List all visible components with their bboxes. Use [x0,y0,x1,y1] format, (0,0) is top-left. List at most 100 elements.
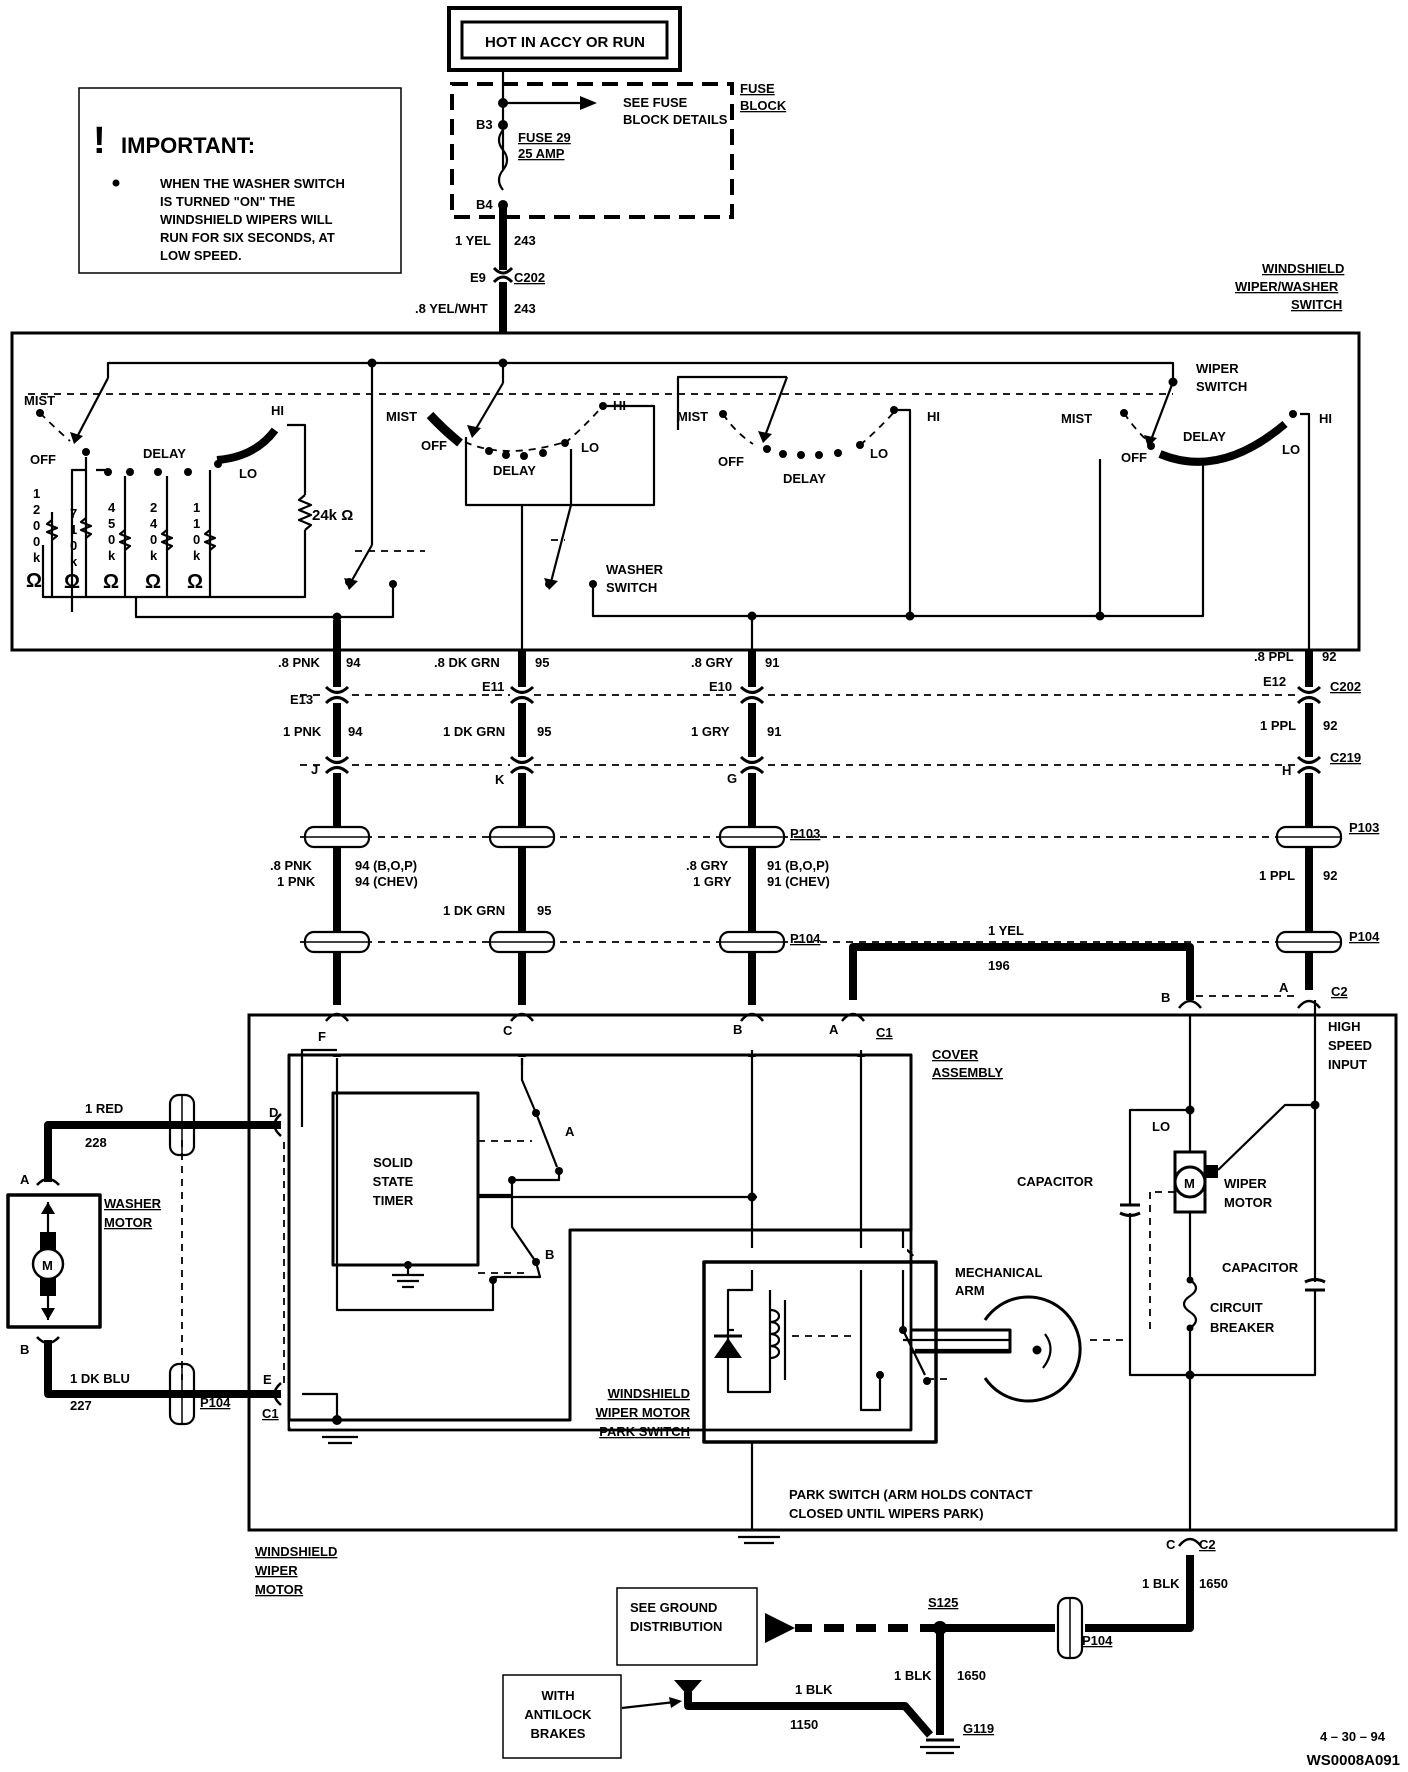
cover-assembly: COVER [932,1047,979,1062]
grn-sw-gauge: .8 DK GRN [434,655,500,670]
pin-f: F [318,1029,326,1044]
c202-socket [739,685,765,694]
grn-variant: 1 DK GRN [443,903,505,918]
svg-text:0: 0 [70,538,77,553]
conn-c2-bottom: C2 [1199,1537,1216,1552]
high-speed-input: HIGH [1328,1019,1361,1034]
ppl-sw-gauge: .8 PPL [1254,649,1294,664]
grn-variant-circuit: 95 [537,903,551,918]
park-note: PARK SWITCH (ARM HOLDS CONTACT [789,1487,1033,1502]
c219-pin-g: G [727,771,737,786]
c219-socket [324,755,350,764]
gry-sw-gauge: .8 GRY [691,655,733,670]
svg-text:DISTRIBUTION: DISTRIBUTION [630,1619,722,1634]
wire-labels: .8 PNK 94 .8 DK GRN 95 .8 GRY 91 .8 PPL … [270,649,1380,946]
gry-sw-circuit: 91 [765,655,779,670]
pin-b2: B [1161,990,1170,1005]
see-ground-distribution: SEE GROUND [630,1600,717,1615]
conn-e10: E10 [709,679,732,694]
washer-switch-label-2: SWITCH [606,580,657,595]
washer-motor-label: WASHER [104,1196,162,1211]
c202-pin [324,696,350,705]
ppl-sw-circuit: 92 [1322,649,1336,664]
ground-blk3-gauge: 1 BLK [795,1682,833,1697]
pnk-variant-b-circuit: 94 (CHEV) [355,874,418,889]
wiper-switch-label: WIPER [1196,361,1239,376]
motor-unit-title: WINDSHIELD [255,1544,337,1559]
svg-text:0: 0 [150,532,157,547]
important-note: ! IMPORTANT: WHEN THE WASHER SWITCH IS T… [78,87,402,274]
mist-label-2: MIST [386,409,417,424]
svg-text:k: k [33,550,41,565]
pin-d: D [269,1105,278,1120]
pnk-circuit-2: 94 [348,724,363,739]
wire-in-gauge: 1 YEL [455,233,491,248]
conn-c202-top: C202 [514,270,545,285]
fuse-block-label: FUSE [740,81,775,96]
ppl-gauge-2: 1 PPL [1260,718,1296,733]
wiper-washer-switch: WINDSHIELD WIPER/WASHER SWITCH MIST OFF … [10,261,1361,652]
svg-text:Ω: Ω [26,570,42,592]
hi-label-4: HI [1319,411,1332,426]
pin-a: A [829,1022,839,1037]
svg-text:k: k [150,548,158,563]
lo-label-4: LO [1282,442,1300,457]
delay-resistor-ladder: 1 2 0 0 k Ω 7 1 0 k Ω 4 5 0 k Ω 2 4 [26,457,217,612]
conn-e12: E12 [1263,674,1286,689]
conn-c1-left: C1 [262,1406,279,1421]
lo-label-3: LO [870,446,888,461]
circuit-breaker: CIRCUIT [1210,1300,1263,1315]
conn-p104-2: P104 [1349,929,1380,944]
svg-text:Ω: Ω [187,571,203,593]
mist-label-4: MIST [1061,411,1092,426]
important-line-1: WHEN THE WASHER SWITCH [160,176,345,191]
c202-socket [324,685,350,694]
pnk-variant-a: .8 PNK [270,858,313,873]
c202-socket [1296,685,1322,694]
pin-b: B [733,1022,742,1037]
relay-contact-b: B [545,1247,554,1262]
lo-label-1: LO [239,466,257,481]
wire-in-circuit: 243 [514,233,536,248]
svg-text:0: 0 [33,518,40,533]
delay-label-2: DELAY [493,463,536,478]
svg-text:0: 0 [193,532,200,547]
ppl-variant: 1 PPL [1259,868,1295,883]
mechanical-arm: MECHANICAL [955,1265,1042,1280]
conn-p104-ground: P104 [1082,1633,1113,1648]
res-450k: 4 [108,500,116,515]
off-label-3: OFF [718,454,744,469]
conn-p104-washer: P104 [200,1395,231,1410]
lo-label-2: LO [581,440,599,455]
svg-text:5: 5 [108,516,115,531]
conn-c1: C1 [876,1025,893,1040]
washer-switch-label: WASHER [606,562,664,577]
footer-date: 4 – 30 – 94 [1320,1729,1386,1744]
conn-c2-top: C2 [1331,984,1348,999]
grn-circuit-2: 95 [537,724,551,739]
svg-text:STATE: STATE [373,1174,414,1189]
cover-assembly-2: ASSEMBLY [932,1065,1003,1080]
svg-text:PARK SWITCH: PARK SWITCH [599,1424,690,1439]
important-mark: ! [93,120,106,162]
c219-pin [324,766,350,775]
svg-text:4: 4 [150,516,158,531]
ground-blk-circuit: 1650 [1199,1576,1228,1591]
conn-p103-2: P103 [1349,820,1379,835]
washer-pin-b: B [20,1342,29,1357]
capacitor-2: CAPACITOR [1222,1260,1299,1275]
c219-pin-j: J [311,762,318,777]
svg-text:1: 1 [193,516,200,531]
off-label-1: OFF [30,452,56,467]
capacitor-1: CAPACITOR [1017,1174,1094,1189]
ppl-variant-circuit: 92 [1323,868,1337,883]
park-switch-label: WINDSHIELD [608,1386,690,1401]
motor-unit-title-2: WIPER [255,1563,298,1578]
washer-motor: 1 RED 228 A M WASHER MOTOR B 1 DK BLU 22… [6,1101,281,1413]
pnk-variant-b: 1 PNK [277,874,316,889]
svg-text:MOTOR: MOTOR [104,1215,153,1230]
svg-text:WIPER MOTOR: WIPER MOTOR [596,1405,691,1420]
res-710k: 7 [70,506,77,521]
yel-wire-gauge: 1 YEL [988,923,1024,938]
